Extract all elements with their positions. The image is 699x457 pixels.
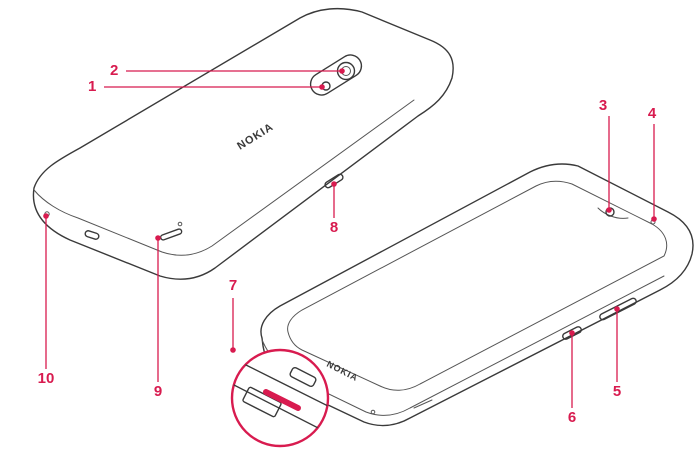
callout-dot <box>319 84 325 90</box>
callout-number: 8 <box>330 219 338 236</box>
callout-5: 5 <box>613 306 621 400</box>
front-brand-logo: NOKIA <box>325 359 360 383</box>
callout-number: 1 <box>88 78 96 95</box>
callout-dot <box>606 207 612 213</box>
callout-number: 9 <box>154 383 162 400</box>
usb-port-back <box>84 230 99 240</box>
callout-number: 5 <box>613 383 621 400</box>
usb-magnified-inset <box>232 350 340 446</box>
callout-dot <box>614 306 620 312</box>
callout-6: 6 <box>568 330 576 426</box>
callout-dot <box>339 68 345 74</box>
callout-2: 2 <box>110 62 345 79</box>
callout-dot <box>569 330 575 336</box>
callout-8: 8 <box>330 181 338 236</box>
callout-number: 10 <box>38 370 55 387</box>
callout-10: 10 <box>38 213 55 387</box>
callout-number: 4 <box>648 105 657 122</box>
callout-number: 7 <box>229 277 237 294</box>
callout-dot <box>230 347 236 353</box>
callout-dot <box>331 181 337 187</box>
callout-1: 1 <box>88 78 325 95</box>
callout-dot <box>43 213 49 219</box>
callout-dot <box>651 216 657 222</box>
callout-number: 2 <box>110 62 118 79</box>
brand-logo: NOKIA <box>235 121 276 153</box>
loudspeaker-slot <box>160 228 182 240</box>
callout-9: 9 <box>154 235 162 400</box>
callout-7: 7 <box>229 277 237 353</box>
callout-number: 3 <box>599 97 607 114</box>
mic-hole <box>178 222 182 226</box>
callout-number: 6 <box>568 409 576 426</box>
bottom-mic <box>371 410 375 414</box>
callout-3: 3 <box>599 97 612 213</box>
camera-module <box>306 51 365 99</box>
callout-dot <box>155 235 161 241</box>
phone-back-illustration: NOKIA <box>33 9 453 280</box>
